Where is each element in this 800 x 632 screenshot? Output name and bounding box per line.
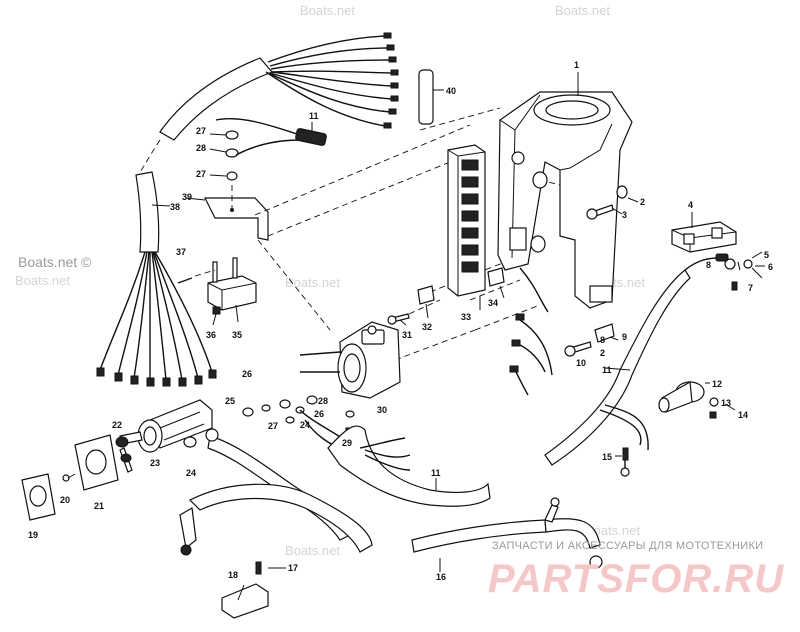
callout: 16 xyxy=(436,572,446,582)
callout: 13 xyxy=(721,398,731,408)
dash-panel-plate xyxy=(21,434,119,521)
footer-branding: ЗАПЧАСТИ И АКСЕССУАРЫ ДЛЯ МОТОТЕХНИКИ PA… xyxy=(488,540,784,601)
battery-cable xyxy=(179,483,373,556)
callout: 27 xyxy=(196,126,206,136)
callout: 2 xyxy=(640,197,645,207)
watermark: Boats.net xyxy=(15,273,70,288)
callout: 8 xyxy=(706,260,711,270)
callout: 22 xyxy=(112,420,122,430)
callout: 11 xyxy=(309,111,319,121)
callout: 8 xyxy=(600,335,605,345)
watermark-left: Boats.net © xyxy=(18,254,92,270)
callout: 7 xyxy=(748,283,753,293)
callout: 39 xyxy=(182,192,192,202)
battery-cable-positive xyxy=(411,497,603,569)
brand-tagline: ЗАПЧАСТИ И АКСЕССУАРЫ ДЛЯ МОТОТЕХНИКИ xyxy=(492,540,763,552)
callout: 38 xyxy=(170,202,180,212)
callout: 15 xyxy=(602,452,612,462)
callout: 18 xyxy=(228,570,238,580)
screw-set-upper xyxy=(586,185,639,220)
callout: 21 xyxy=(94,501,104,511)
main-bracket-casting xyxy=(497,91,633,309)
callout: 36 xyxy=(206,330,216,340)
callout: 5 xyxy=(764,250,769,260)
callout: 26 xyxy=(242,369,252,379)
callout: 35 xyxy=(232,330,242,340)
callout: 34 xyxy=(488,298,498,308)
callout: 24 xyxy=(300,420,310,430)
callout: 10 xyxy=(576,358,586,368)
fuse-holder xyxy=(221,561,269,619)
callout: 4 xyxy=(688,200,693,210)
callout: 26 xyxy=(314,409,324,419)
callout: 9 xyxy=(622,332,627,342)
callout: 28 xyxy=(318,396,328,406)
ground-leads-mid xyxy=(509,267,615,396)
clip xyxy=(417,285,435,305)
switch-assembly xyxy=(671,212,763,291)
callout: 25 xyxy=(225,396,235,406)
battery-lead-short xyxy=(205,428,351,541)
callout: 14 xyxy=(738,410,748,420)
callout: 32 xyxy=(422,322,432,332)
clip xyxy=(487,267,505,287)
callout: 11 xyxy=(431,468,441,478)
solenoid xyxy=(658,381,719,419)
callout: 6 xyxy=(768,262,773,272)
cable-bundle-upper xyxy=(96,32,399,387)
watermark: Boats.net xyxy=(285,275,340,290)
callout: 12 xyxy=(712,379,722,389)
watermark: Boats.net xyxy=(585,523,640,538)
starter-solenoid xyxy=(299,321,401,399)
callout: 29 xyxy=(342,438,352,448)
label-tag xyxy=(418,69,434,125)
ground-lead-upper xyxy=(209,117,327,181)
callout: 27 xyxy=(196,169,206,179)
watermark: Boats.net xyxy=(555,3,610,18)
washer-cluster xyxy=(183,395,346,451)
callout: 24 xyxy=(186,468,196,478)
brand-logo: PARTSFOR.RU xyxy=(488,557,784,601)
callout: 23 xyxy=(150,458,160,468)
ignition-switch xyxy=(115,399,213,473)
callout: 2 xyxy=(600,348,605,358)
callout: 33 xyxy=(461,312,471,322)
callout: 40 xyxy=(446,86,456,96)
ground-screw xyxy=(620,447,630,477)
wire-harness-right xyxy=(544,253,729,466)
mounting-bracket xyxy=(204,185,269,241)
callout: 1 xyxy=(574,60,579,70)
watermark: Boats.net xyxy=(285,543,340,558)
callout-numbers: 1 2 2 3 4 5 6 7 8 8 9 10 11 11 11 12 13 … xyxy=(28,60,773,582)
leader-lines xyxy=(151,72,765,601)
callout: 11 xyxy=(602,365,612,375)
callout: 20 xyxy=(60,495,70,505)
callout: 37 xyxy=(176,247,186,257)
terminal-block xyxy=(447,144,486,297)
watermark: Boats.net xyxy=(300,3,355,18)
callout: 3 xyxy=(622,210,627,220)
screw xyxy=(387,313,410,325)
callout: 27 xyxy=(268,421,278,431)
callout: 19 xyxy=(28,530,38,540)
circuit-breaker xyxy=(177,257,257,315)
callout: 28 xyxy=(196,143,206,153)
wire-harness-main xyxy=(327,425,491,507)
callout: 17 xyxy=(288,563,298,573)
callout: 30 xyxy=(377,405,387,415)
callout: 31 xyxy=(402,330,412,340)
